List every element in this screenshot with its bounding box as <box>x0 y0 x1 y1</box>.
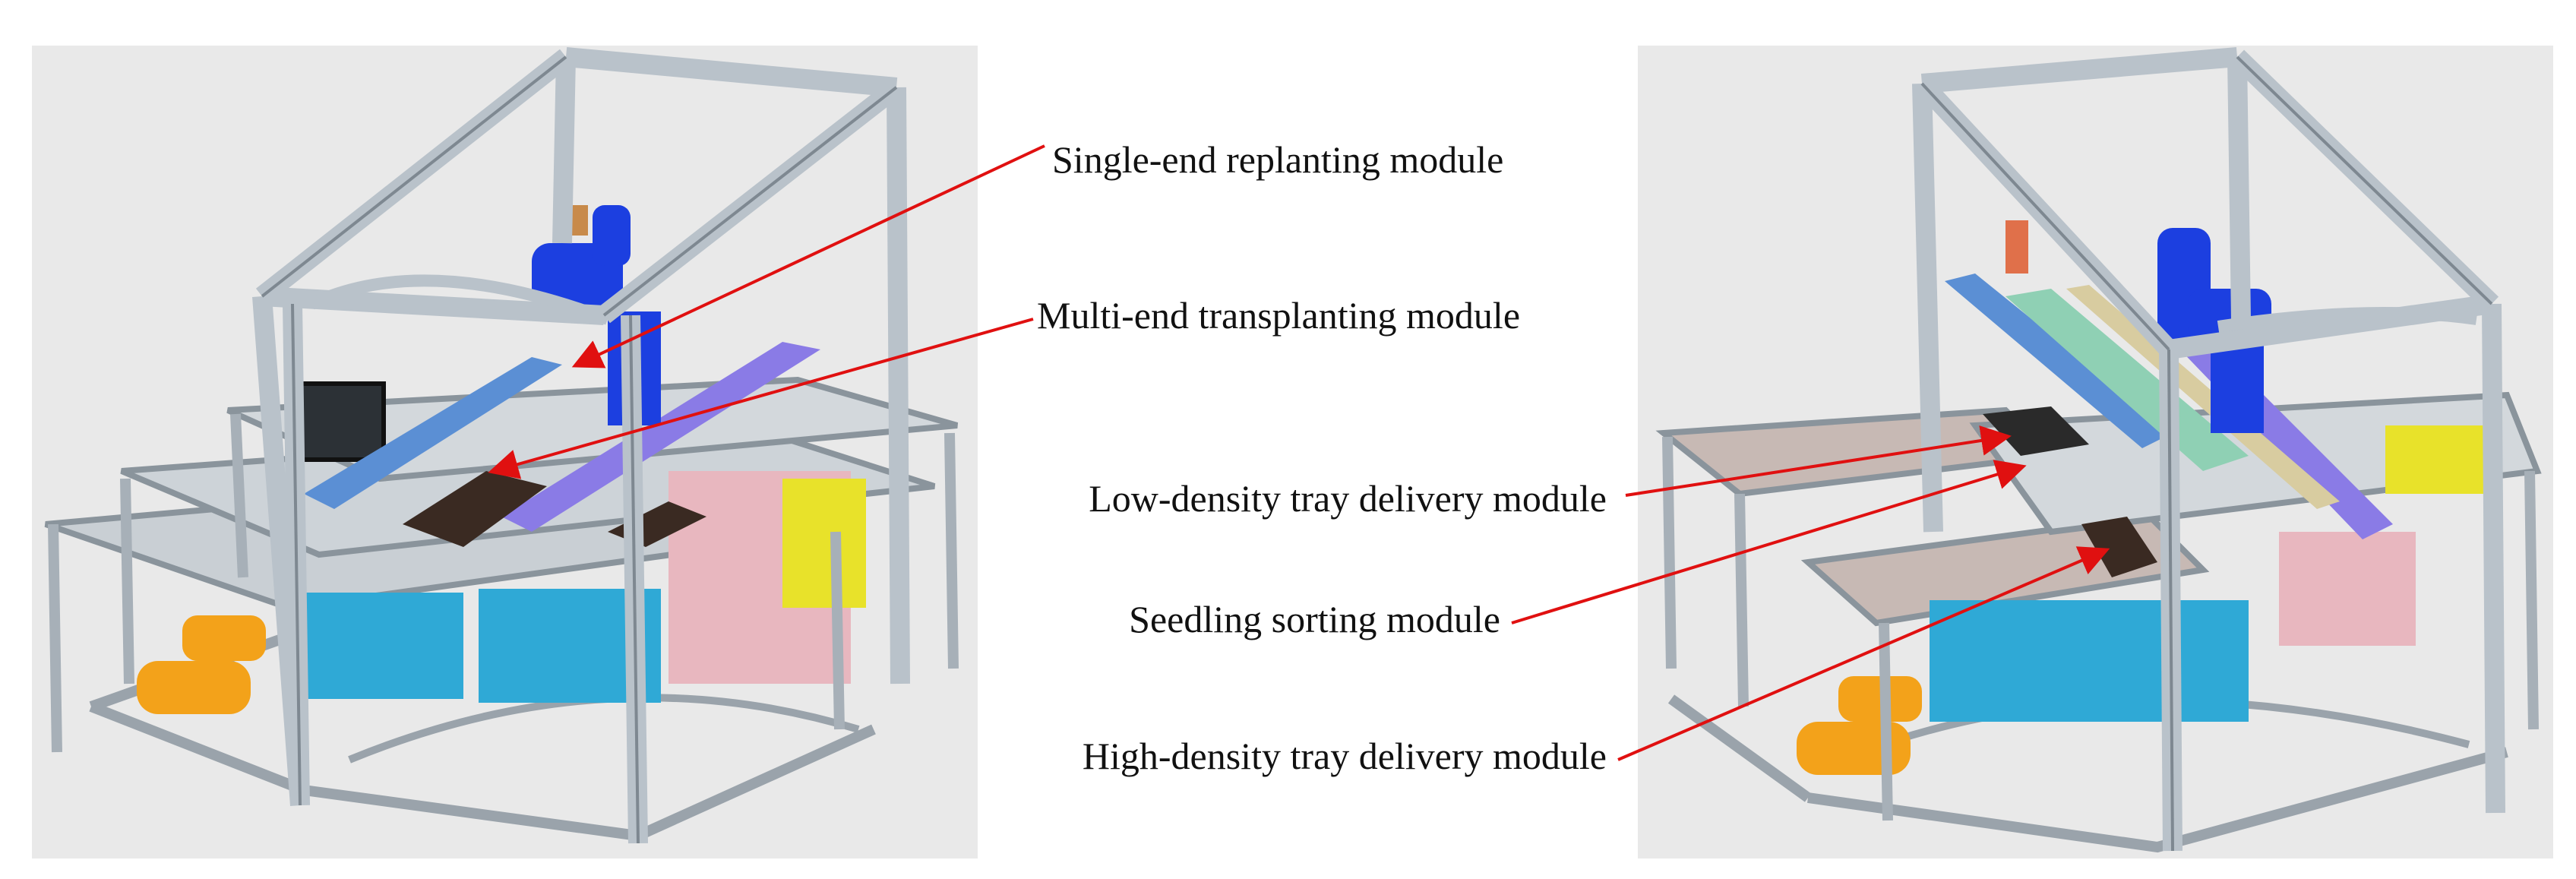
label-single-end: Single-end replanting module <box>1052 138 1503 181</box>
annotation-single-end: Single-end replanting module <box>571 138 1503 368</box>
right-frame-edges <box>1920 55 2493 852</box>
right-machine-render <box>1638 46 2553 858</box>
label-sorting: Seedling sorting module <box>1129 598 1500 640</box>
annotation-high-density: High-density tray delivery module <box>1083 546 2110 777</box>
arrow-low-density <box>1625 425 2012 497</box>
left-yellow-panel <box>782 479 866 608</box>
right-side-legs <box>1662 436 2539 821</box>
left-monitor <box>298 381 386 462</box>
annotation-low-density: Low-density tray delivery module <box>1089 425 2012 520</box>
left-side-legs <box>48 413 959 753</box>
left-frame-edges <box>261 55 898 844</box>
right-low-density-tray <box>1983 406 2089 456</box>
left-blue-rail <box>304 357 562 509</box>
right-yellow-panel <box>2385 425 2484 494</box>
right-green-rail <box>2005 289 2249 471</box>
right-high-density-tray <box>2081 517 2157 577</box>
arrow-sorting <box>1511 460 2027 624</box>
arrow-multi-end <box>488 318 1034 479</box>
left-cyan-cabinet-1 <box>304 593 463 699</box>
left-violet-rail <box>501 342 820 532</box>
left-air-compressor <box>137 615 266 714</box>
annotation-multi-end: Multi-end transplanting module <box>488 294 1520 479</box>
right-blue-rail <box>1945 274 2173 448</box>
label-multi-end: Multi-end transplanting module <box>1037 294 1520 337</box>
label-low-density: Low-density tray delivery module <box>1089 477 1607 520</box>
right-pink-panel <box>2279 532 2416 646</box>
annotation-sorting: Seedling sorting module <box>1129 460 2027 640</box>
label-high-density: High-density tray delivery module <box>1083 735 1607 777</box>
arrow-single-end <box>571 144 1045 368</box>
right-tan-rail <box>2066 285 2340 509</box>
left-dark-tray <box>403 471 547 547</box>
right-cyan-cabinet <box>1930 600 2249 722</box>
left-machine-render <box>32 46 978 858</box>
arrow-high-density <box>1617 546 2110 761</box>
